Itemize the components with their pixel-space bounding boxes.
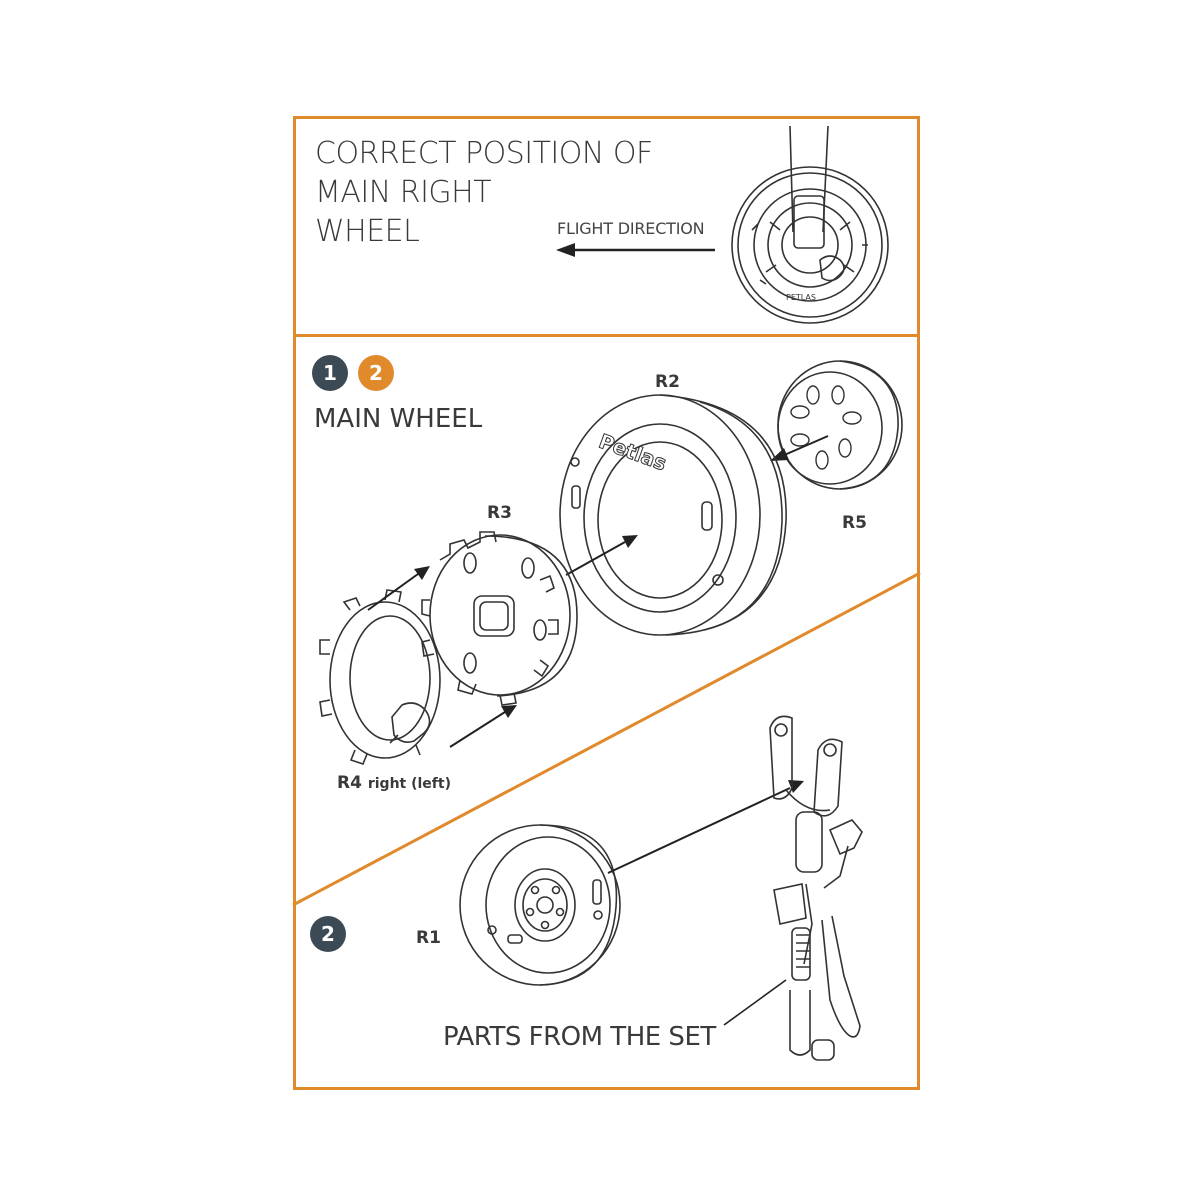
header-title-line-2: MAIN RIGHT <box>315 175 492 210</box>
flight-direction-label: FLIGHT DIRECTION <box>557 219 705 238</box>
arrows-r4-to-r3 <box>367 566 517 748</box>
part-r1-wheel-illustration <box>459 824 621 986</box>
main-wheel-label: MAIN WHEEL <box>314 404 483 434</box>
instruction-frame <box>293 116 920 1090</box>
part-label-r2: R2 <box>655 372 680 392</box>
part-label-r3: R3 <box>487 503 512 523</box>
parts-from-set-label: PARTS FROM THE SET <box>443 1022 716 1052</box>
arrow-r3-to-r2 <box>565 535 638 576</box>
header-title-line-1: CORRECT POSITION OF <box>315 136 653 171</box>
part-label-r4-code: R4 <box>337 773 362 793</box>
svg-text:PETLAS: PETLAS <box>786 293 816 302</box>
part-r3-hub-illustration <box>421 531 578 706</box>
header-wheel-diagram: PETLAS <box>731 125 889 324</box>
arrow-r1-to-strut <box>607 780 804 874</box>
header-title: CORRECT POSITION OF MAIN RIGHT WHEEL <box>315 134 653 251</box>
part-label-r1: R1 <box>416 928 441 948</box>
landing-gear-strut-illustration <box>769 715 863 1061</box>
step-badge-2: 2 <box>310 916 346 952</box>
part-label-r4: R4 right (left) <box>337 773 451 793</box>
parts-from-set-leader <box>723 979 787 1026</box>
step-badge-2-reference: 2 <box>358 355 394 391</box>
part-label-r5: R5 <box>842 513 867 533</box>
step-badge-1: 1 <box>312 355 348 391</box>
section-divider-diagonal <box>292 571 921 907</box>
flight-direction-arrow <box>556 243 715 257</box>
svg-text:Petlas: Petlas <box>596 429 670 476</box>
part-r5-illustration <box>777 360 903 490</box>
part-r2-tire-illustration: Petlas <box>559 394 787 636</box>
part-label-r4-note: right (left) <box>367 776 451 792</box>
header-divider <box>293 334 920 337</box>
header-title-line-3: WHEEL <box>315 214 420 249</box>
part-r4-ring-illustration <box>319 589 441 765</box>
